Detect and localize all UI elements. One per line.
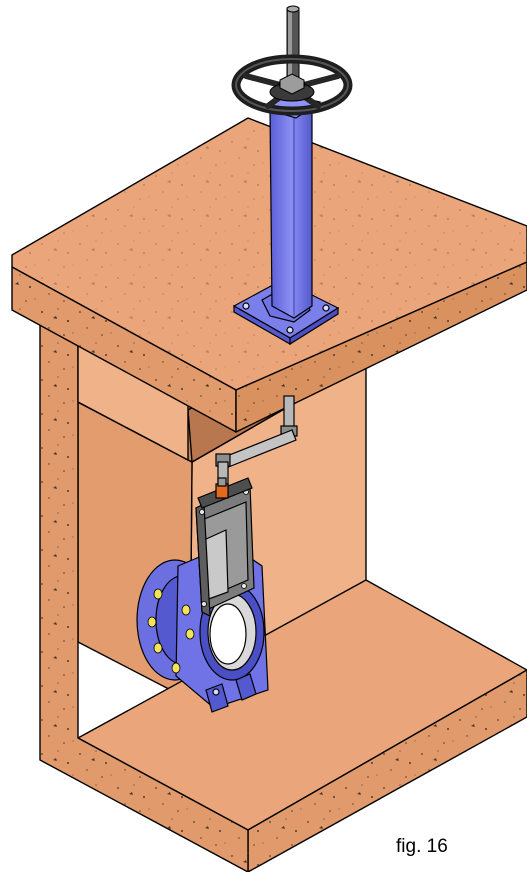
pedestal-shaft (269, 101, 313, 319)
concrete-texture (12, 118, 527, 872)
figure-caption: fig. 16 (396, 836, 448, 857)
handwheel-icon (231, 5, 353, 116)
knife-gate-valve-icon (136, 477, 269, 713)
pedestal-column (232, 93, 340, 346)
extension-shaft (215, 395, 298, 493)
